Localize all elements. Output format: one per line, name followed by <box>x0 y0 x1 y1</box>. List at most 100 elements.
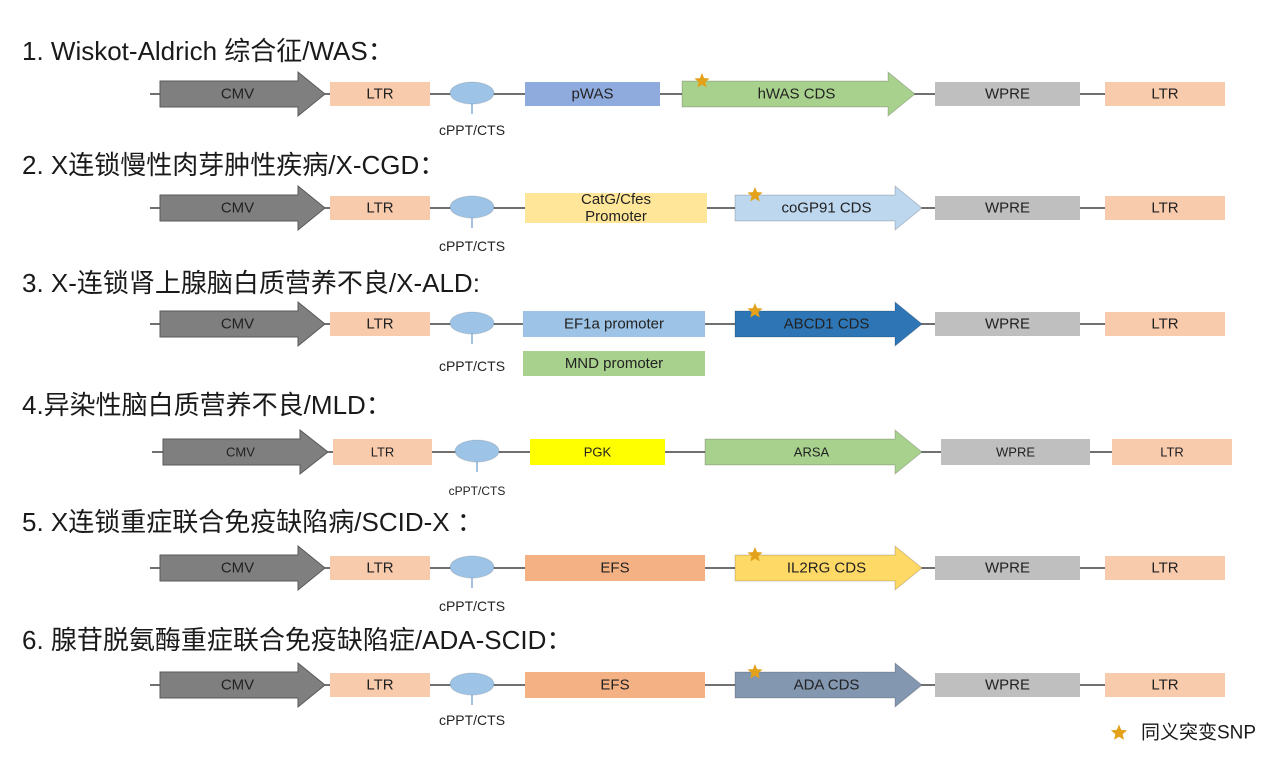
ltr-3-label: LTR <box>1151 86 1178 103</box>
ltr-3-label: LTR <box>1151 200 1178 217</box>
construct-title: 2. X连锁慢性肉芽肿性疾病/X-CGD： <box>22 150 445 180</box>
promoter-box <box>523 311 705 337</box>
cmv-arrow <box>159 544 326 592</box>
construct-3: 3. X-连锁肾上腺脑白质营养不良/X-ALD: CMV LTR cPPT/CTS EF… <box>22 268 1225 376</box>
snp-star-icon <box>747 547 763 562</box>
ltr-3-box <box>1105 673 1225 697</box>
promoter-label-line: CatG/Cfes <box>581 191 651 208</box>
promoter-label-line: Promoter <box>585 208 647 225</box>
cds-label: ARSA <box>794 445 830 460</box>
ltr-3-box <box>1105 556 1225 580</box>
wpre-box <box>935 312 1080 336</box>
ltr-3-label: LTR <box>1151 316 1178 333</box>
cds-label: ABCD1 CDS <box>784 316 870 333</box>
wpre-label: WPRE <box>985 560 1030 577</box>
legend-label: 同义突变SNP <box>1141 722 1256 744</box>
cppt-cts-ellipse <box>454 439 500 463</box>
ltr-3-box <box>1105 82 1225 106</box>
cppt-cts-label: cPPT/CTS <box>439 358 505 374</box>
promoter-label: EFS <box>600 677 629 694</box>
snp-star-icon <box>694 73 710 88</box>
cds-label: hWAS CDS <box>758 86 836 103</box>
cmv-arrow <box>159 184 326 232</box>
cds-label: ADA CDS <box>794 677 860 694</box>
cds-label: IL2RG CDS <box>787 560 866 577</box>
promoter-box <box>530 439 665 465</box>
wpre-label: WPRE <box>985 316 1030 333</box>
promoter-box <box>525 672 705 698</box>
construct-title: 6. 腺苷脱氨酶重症联合免疫缺陷症/ADA-SCID： <box>22 625 572 655</box>
ltr-3-label: LTR <box>1151 677 1178 694</box>
cppt-cts-ellipse <box>449 195 495 219</box>
cmv-arrow <box>162 428 329 476</box>
ltr-5-box <box>333 439 432 465</box>
wpre-box <box>935 673 1080 697</box>
wpre-box <box>935 196 1080 220</box>
cmv-arrow <box>159 300 326 348</box>
ltr-3-box <box>1105 312 1225 336</box>
ltr-5-label: LTR <box>366 560 393 577</box>
cmv-arrow <box>159 70 326 118</box>
ltr-3-box <box>1112 439 1232 465</box>
legend-star-icon <box>1110 724 1128 740</box>
ltr-5-box <box>330 82 430 106</box>
cds-arrow <box>734 184 923 232</box>
ltr-3-box <box>1105 196 1225 220</box>
cppt-cts-ellipse <box>449 555 495 579</box>
cppt-cts-ellipse <box>449 672 495 696</box>
cppt-cts-ellipse <box>449 81 495 105</box>
wpre-label: WPRE <box>985 200 1030 217</box>
cmv-label: CMV <box>221 677 254 694</box>
cmv-label: CMV <box>221 86 254 103</box>
construct-title: 4.异染性脑白质营养不良/MLD： <box>22 390 392 420</box>
construct-title: 3. X-连锁肾上腺脑白质营养不良/X-ALD: <box>22 268 480 298</box>
cds-arrow <box>734 661 923 709</box>
cppt-cts-ellipse <box>449 311 495 335</box>
snp-star-icon <box>747 303 763 318</box>
cds-arrow <box>734 544 923 592</box>
cmv-label: CMV <box>221 560 254 577</box>
wpre-box <box>935 556 1080 580</box>
cmv-label: CMV <box>226 445 255 460</box>
snp-star-icon <box>747 664 763 679</box>
construct-4: 4.异染性脑白质营养不良/MLD： CMV LTR cPPT/CTS PGK ARSA WP… <box>22 390 1232 498</box>
promoter-box <box>523 351 705 376</box>
construct-2: 2. X连锁慢性肉芽肿性疾病/X-CGD： CMV LTR cPPT/CTS CatG/… <box>22 150 1225 254</box>
promoter-label: PGK <box>584 445 612 460</box>
ltr-5-label: LTR <box>371 445 395 460</box>
promoter-label: EF1a promoter <box>564 316 664 333</box>
promoter-box <box>525 82 660 106</box>
legend: 同义突变SNP <box>1110 722 1256 744</box>
wpre-label: WPRE <box>996 445 1035 460</box>
ltr-5-label: LTR <box>366 677 393 694</box>
cds-label: coGP91 CDS <box>781 200 871 217</box>
cppt-cts-label: cPPT/CTS <box>439 122 505 138</box>
ltr-5-box <box>330 673 430 697</box>
cds-arrow <box>734 300 923 348</box>
ltr-5-label: LTR <box>366 200 393 217</box>
cds-arrow <box>704 428 923 476</box>
wpre-label: WPRE <box>985 86 1030 103</box>
construct-title: 1. Wiskot-Aldrich 综合征/WAS： <box>22 36 394 66</box>
ltr-5-box <box>330 312 430 336</box>
ltr-5-label: LTR <box>366 86 393 103</box>
construct-1: 1. Wiskot-Aldrich 综合征/WAS： CMV LTR cPPT/CTS… <box>22 36 1225 138</box>
promoter-box <box>525 555 705 581</box>
promoter-label: MND promoter <box>565 355 663 372</box>
wpre-box <box>941 439 1090 465</box>
cppt-cts-label: cPPT/CTS <box>439 598 505 614</box>
cppt-cts-label: cPPT/CTS <box>449 484 506 498</box>
cmv-label: CMV <box>221 200 254 217</box>
construct-title: 5. X连锁重症联合免疫缺陷病/SCID-X ： <box>22 507 483 537</box>
cmv-label: CMV <box>221 316 254 333</box>
cppt-cts-label: cPPT/CTS <box>439 238 505 254</box>
cds-arrow <box>681 70 916 118</box>
snp-star-icon <box>747 187 763 202</box>
ltr-3-label: LTR <box>1160 445 1184 460</box>
ltr-3-label: LTR <box>1151 560 1178 577</box>
ltr-5-label: LTR <box>366 316 393 333</box>
